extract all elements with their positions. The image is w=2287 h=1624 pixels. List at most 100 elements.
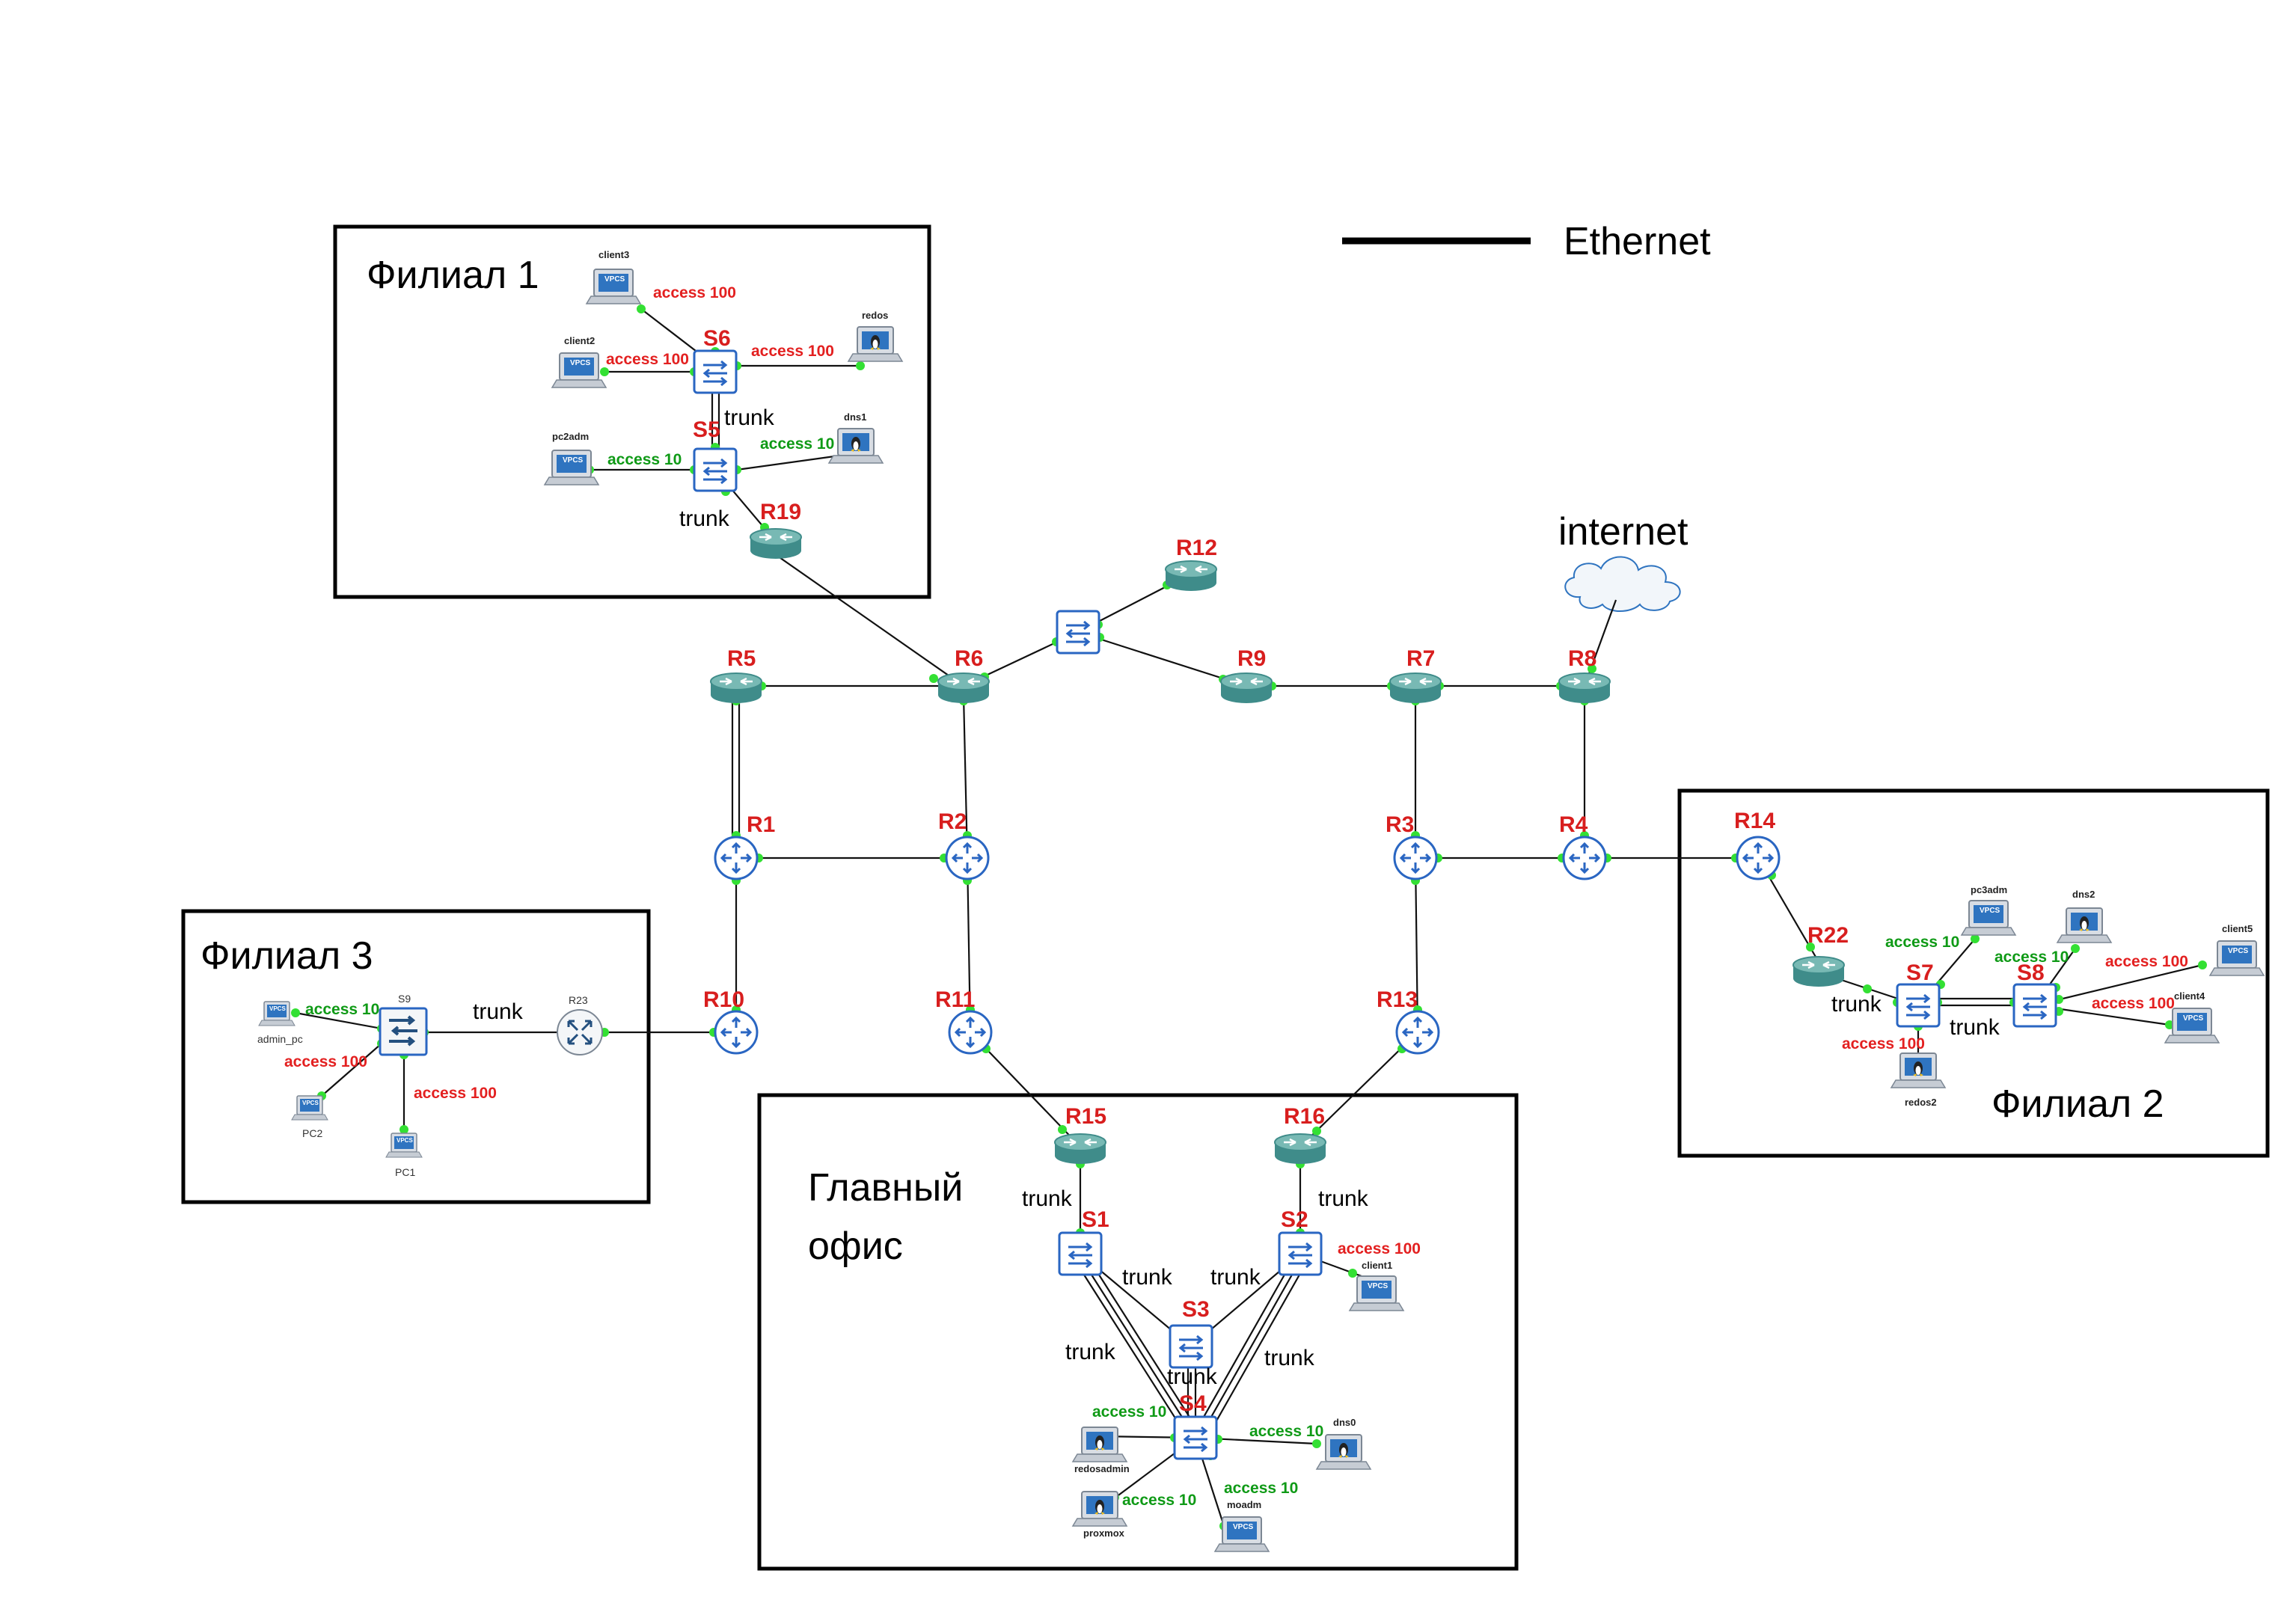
link-label-trunk: trunk <box>1167 1364 1218 1389</box>
router-label: R12 <box>1176 536 1217 560</box>
host-client1[interactable]: VPCS client1 <box>1349 1260 1404 1311</box>
host-label: client1 <box>1362 1260 1392 1271</box>
link-label-access10: access 10 <box>1224 1480 1298 1497</box>
host-label: moadm <box>1227 1499 1261 1510</box>
switch-s2[interactable]: S2 <box>1278 1207 1323 1276</box>
router-label: R4 <box>1559 812 1588 837</box>
router-r22[interactable]: R22 <box>1792 923 1849 988</box>
switch-s7[interactable]: S7 <box>1896 960 1941 1028</box>
link-label-access100: access 100 <box>284 1053 367 1070</box>
switch-s3[interactable]: S3 <box>1169 1297 1213 1369</box>
router-r1[interactable]: R1 <box>714 812 775 880</box>
host-dns1[interactable]: dns1 <box>828 411 884 464</box>
host-label: redos <box>862 310 888 321</box>
host-label: pc2adm <box>552 431 589 442</box>
port-dots <box>291 304 2207 1530</box>
links <box>295 308 2203 1527</box>
host-redos2[interactable]: redos2 <box>1890 1052 1946 1108</box>
main-office-box <box>757 1093 1519 1571</box>
router-r3[interactable]: R3 <box>1386 812 1438 880</box>
router-label: R7 <box>1406 646 1435 671</box>
host-label: PC1 <box>395 1166 415 1178</box>
host-proxmox[interactable]: proxmox <box>1072 1491 1127 1539</box>
host-label: client3 <box>598 249 629 260</box>
switch-s6[interactable]: S6 <box>693 326 738 394</box>
link-label-access100: access 100 <box>653 284 736 301</box>
router-r4[interactable]: R4 <box>1559 812 1607 880</box>
link-label-access10: access 10 <box>607 451 682 468</box>
switch-s9[interactable]: S9 <box>379 993 428 1056</box>
router-label: R5 <box>727 646 756 671</box>
host-admin_pc[interactable]: VPCS admin_pc <box>257 1001 303 1045</box>
host-redos[interactable]: redos <box>848 310 903 362</box>
switch-s5[interactable]: S5 <box>693 417 738 492</box>
router-r13[interactable]: R13 <box>1377 987 1440 1055</box>
vpcs-badge: VPCS <box>604 275 625 284</box>
router-r12[interactable]: R12 <box>1164 536 1218 592</box>
vpcs-badge: VPCS <box>2228 947 2249 955</box>
switch-label: S6 <box>703 326 731 351</box>
router-r8[interactable]: R8 <box>1558 646 1611 705</box>
host-label: client2 <box>564 335 595 346</box>
router-r23[interactable]: R23 <box>557 994 603 1055</box>
core-switch[interactable] <box>1056 610 1100 655</box>
link-label-access100: access 100 <box>751 343 834 360</box>
host-redosadmin[interactable]: redosadmin <box>1072 1427 1130 1474</box>
host-label: dns0 <box>1333 1417 1356 1428</box>
link-label-access10: access 10 <box>1885 934 1959 951</box>
host-dns2[interactable]: dns2 <box>2057 889 2112 943</box>
host-moadm[interactable]: VPCS moadm <box>1214 1499 1270 1552</box>
link-label-access100: access 100 <box>606 351 689 368</box>
router-label: R2 <box>938 809 967 834</box>
host-client3[interactable]: VPCS client3 <box>586 249 641 304</box>
host-pc3adm[interactable]: VPCS pc3adm <box>1961 884 2016 936</box>
router-r7[interactable]: R7 <box>1389 646 1442 705</box>
vpcs-badge: VPCS <box>302 1100 319 1106</box>
host-label: dns1 <box>844 411 866 423</box>
link-label-access100: access 100 <box>2092 995 2175 1012</box>
switch-label: S8 <box>2017 960 2045 985</box>
host-dns0[interactable]: dns0 <box>1316 1417 1371 1470</box>
host-client4[interactable]: VPCS client4 <box>2164 990 2220 1044</box>
host-pc2[interactable]: VPCS PC2 <box>291 1095 328 1139</box>
host-pc1[interactable]: VPCS PC1 <box>385 1133 423 1178</box>
router-label: R3 <box>1386 812 1414 837</box>
link-label-access10: access 10 <box>1994 949 2069 966</box>
host-label: client4 <box>2174 990 2205 1002</box>
switch-s8[interactable]: S8 <box>2012 960 2057 1028</box>
link-label-access100: access 100 <box>414 1085 497 1102</box>
switch-label: S9 <box>398 993 411 1005</box>
router-r5[interactable]: R5 <box>709 646 763 705</box>
link-label-trunk: trunk <box>1022 1186 1073 1211</box>
router-r10[interactable]: R10 <box>703 987 759 1055</box>
legend-label: Ethernet <box>1564 220 1711 263</box>
switch-s1[interactable]: S1 <box>1058 1207 1109 1276</box>
switch-s4[interactable]: S4 <box>1173 1391 1218 1460</box>
router-r15[interactable]: R15 <box>1053 1104 1107 1165</box>
host-label: admin_pc <box>257 1033 303 1045</box>
router-r6[interactable]: R6 <box>937 646 991 705</box>
link-label-access100: access 100 <box>2105 953 2188 970</box>
internet-cloud-icon <box>1564 556 1681 612</box>
branch1-box <box>333 224 931 599</box>
host-client2[interactable]: VPCS client2 <box>551 335 607 388</box>
switch-label: S4 <box>1179 1391 1207 1416</box>
link-label-trunk: trunk <box>724 405 775 430</box>
router-r9[interactable]: R9 <box>1219 646 1273 705</box>
link-label-trunk: trunk <box>1264 1346 1315 1370</box>
host-pc2adm[interactable]: VPCS pc2adm <box>544 431 599 485</box>
host-client5[interactable]: VPCS client5 <box>2209 923 2265 976</box>
host-label: dns2 <box>2072 889 2095 900</box>
router-r14[interactable]: R14 <box>1734 809 1781 880</box>
link-label-trunk: trunk <box>679 506 730 531</box>
router-r19[interactable]: R19 <box>749 500 803 560</box>
router-r11[interactable]: R11 <box>935 987 993 1055</box>
link-label-access100: access 100 <box>1842 1035 1925 1052</box>
router-label: R23 <box>569 994 588 1006</box>
vpcs-badge: VPCS <box>1368 1282 1389 1290</box>
internet-label: internet <box>1558 510 1689 554</box>
link-label-access10: access 10 <box>1092 1403 1166 1421</box>
router-r2[interactable]: R2 <box>938 809 990 880</box>
router-r16[interactable]: R16 <box>1273 1104 1327 1165</box>
link-label-access10: access 10 <box>1122 1492 1196 1509</box>
